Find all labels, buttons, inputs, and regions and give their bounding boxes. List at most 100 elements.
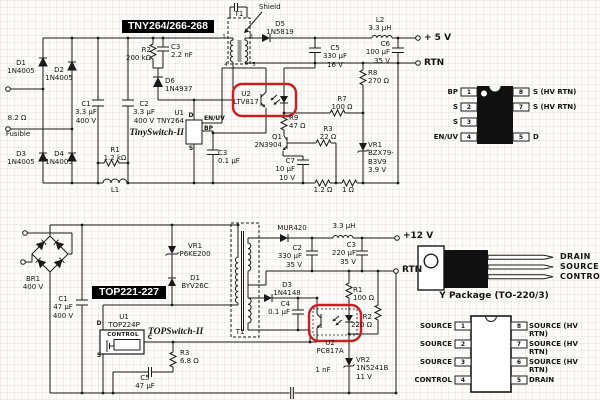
dip8-pinout-tny [460, 86, 530, 144]
ac-input-terminal [5, 126, 11, 132]
label-shield: Shield [259, 3, 281, 11]
opto-package-outline [312, 308, 358, 336]
label-r1-bottom: R1 100 Ω [353, 286, 374, 303]
label-c2-bottom: C2 330 µF 35 V [277, 244, 302, 269]
label-pin-d-bottom: D [96, 320, 102, 327]
mosfet-glyph [106, 340, 114, 352]
capacitor-c2 [122, 38, 134, 183]
to220-package [417, 245, 554, 291]
transformer-t1-bottom [230, 222, 267, 338]
label-pin-d-top: D [188, 112, 194, 119]
junction-dots-top [41, 36, 400, 185]
label-tinyswitch-family: TinySwitch-II [129, 128, 184, 138]
bottom-circuit-wires [20, 224, 400, 399]
dip-tny-right-label-5: D [533, 132, 539, 141]
source-lead [487, 264, 554, 270]
bridge-diode-marks [35, 239, 65, 269]
dip-top-left-label-2: SOURCE [420, 339, 452, 348]
label-c3-bypass: C3 0.1 µF [218, 149, 240, 166]
dip-top-pin-1: 1 [460, 323, 466, 330]
dip-top-right-label-8: SOURCE (HV RTN) [529, 321, 578, 338]
dip-tny-pin-8: 8 [518, 89, 524, 96]
label-r2: R2 200 kΩ [126, 46, 151, 63]
control-lead [487, 274, 554, 280]
label-r3-top: R3 22 Ω [319, 125, 337, 142]
dip-tny-pin-4: 4 [466, 134, 472, 141]
label-c3-snubber: C3 2.2 nF [171, 43, 193, 60]
dip-tny-left-label-3: S [452, 117, 458, 126]
label-y-package: Y Package (TO-220/3) [439, 291, 549, 301]
ac-input-terminal [22, 230, 28, 236]
bridge-diodes-top [38, 56, 77, 162]
label-control-lead: CONTROL [560, 272, 600, 281]
optocoupler-highlight-bottom [307, 303, 363, 343]
label-c1-top: C1 3.3 µF 400 V [75, 100, 97, 125]
rtn-terminal-bottom [393, 268, 399, 274]
capacitor-c1-bottom [76, 225, 88, 393]
dip-tny-left-label-1: BP [447, 87, 458, 96]
label-br1: BR1 400 V [22, 275, 44, 292]
label-mur420: MUR420 [277, 224, 307, 232]
label-vr1-top: VR1 BZX79- B3V9 3.9 V [368, 141, 394, 174]
label-d3-bottom: D3 1N4148 [273, 281, 301, 298]
label-t1-top: T1 [234, 10, 244, 18]
control-block [113, 339, 141, 351]
label-l-out: 3.3 µH [332, 222, 356, 230]
label-l1: L1 [110, 186, 120, 194]
label-u2-bottom: U2 PC817A [316, 339, 344, 356]
transformer-t1-top [227, 3, 263, 65]
topswitch-title-badge: TOP221-227 [92, 286, 166, 299]
ic-u1-tny264 [185, 119, 203, 145]
label-c5-bottom: C5 47 µF [135, 374, 155, 391]
capacitor-c6 [392, 38, 404, 183]
label-t1-pin8: 8 [249, 34, 253, 40]
label-pin-enuv-top: EN/UV [204, 115, 225, 122]
label-t1-bottom: T1 [235, 328, 245, 336]
label-r8: R8 270 Ω [368, 69, 389, 86]
zener-vr1-top [357, 149, 369, 183]
dip-tny-pin-2: 2 [466, 104, 472, 111]
label-pin-s-bottom: S [96, 352, 102, 359]
shield-bar [237, 40, 242, 62]
capacitor-c3-bottom [356, 238, 368, 271]
label-c3-bottom: C3 220 µF 35 V [331, 241, 356, 266]
label-rtn-bottom: RTN [402, 265, 423, 275]
inductor-l2 [371, 35, 416, 39]
label-d5: D5 1N5819 [266, 20, 294, 37]
dip-tny-left-label-2: S [452, 102, 458, 111]
label-d4: D4 1N4005 [45, 150, 73, 167]
label-fuse-name: Fusible [5, 130, 31, 138]
dip8-pinout-top [454, 315, 528, 393]
sense-resistor-1r [341, 178, 358, 188]
bridge-br1 [31, 235, 69, 273]
label-t1-pin5: 5 [252, 62, 256, 68]
label-pin-c-bottom: C [147, 334, 153, 341]
dip-top-pin-6: 6 [516, 359, 522, 366]
capacitor-c4 [292, 298, 304, 330]
dip-tny-pin-1: 1 [466, 89, 472, 96]
y-capacitor-bottom [50, 387, 396, 399]
capacitor-c2-bottom [306, 238, 318, 271]
dip-top-left-label-4: CONTROL [414, 375, 452, 384]
label-u1-top: U1 TNY264 [156, 109, 184, 126]
plus5v-terminal [415, 35, 421, 41]
label-d6: D6 1N4937 [165, 77, 193, 94]
label-r9: R9 47 Ω [289, 114, 306, 131]
label-pin-s-top: S [188, 145, 194, 152]
pin1-dot [481, 90, 487, 97]
label-1nf: 1 nF [315, 366, 331, 374]
capacitor-c5-top [309, 38, 321, 63]
dip-top-right-label-5: DRAIN [529, 375, 555, 384]
resistor-r3-top [287, 138, 337, 183]
optocoupler-highlight-top [231, 82, 298, 118]
resistor-r2-bottom [349, 271, 383, 335]
label-vr1-bottom: VR1 P6KE200 [179, 242, 211, 259]
label-r2-bottom: R2 220 Ω [351, 313, 372, 330]
capacitor-c3-snubber [153, 38, 169, 69]
optocoupler-highlights [231, 82, 363, 343]
label-rs1: 1.2 Ω [313, 186, 333, 194]
label-r3-bottom: R3 6.8 Ω [180, 349, 199, 366]
label-source-lead: SOURCE [560, 262, 599, 271]
